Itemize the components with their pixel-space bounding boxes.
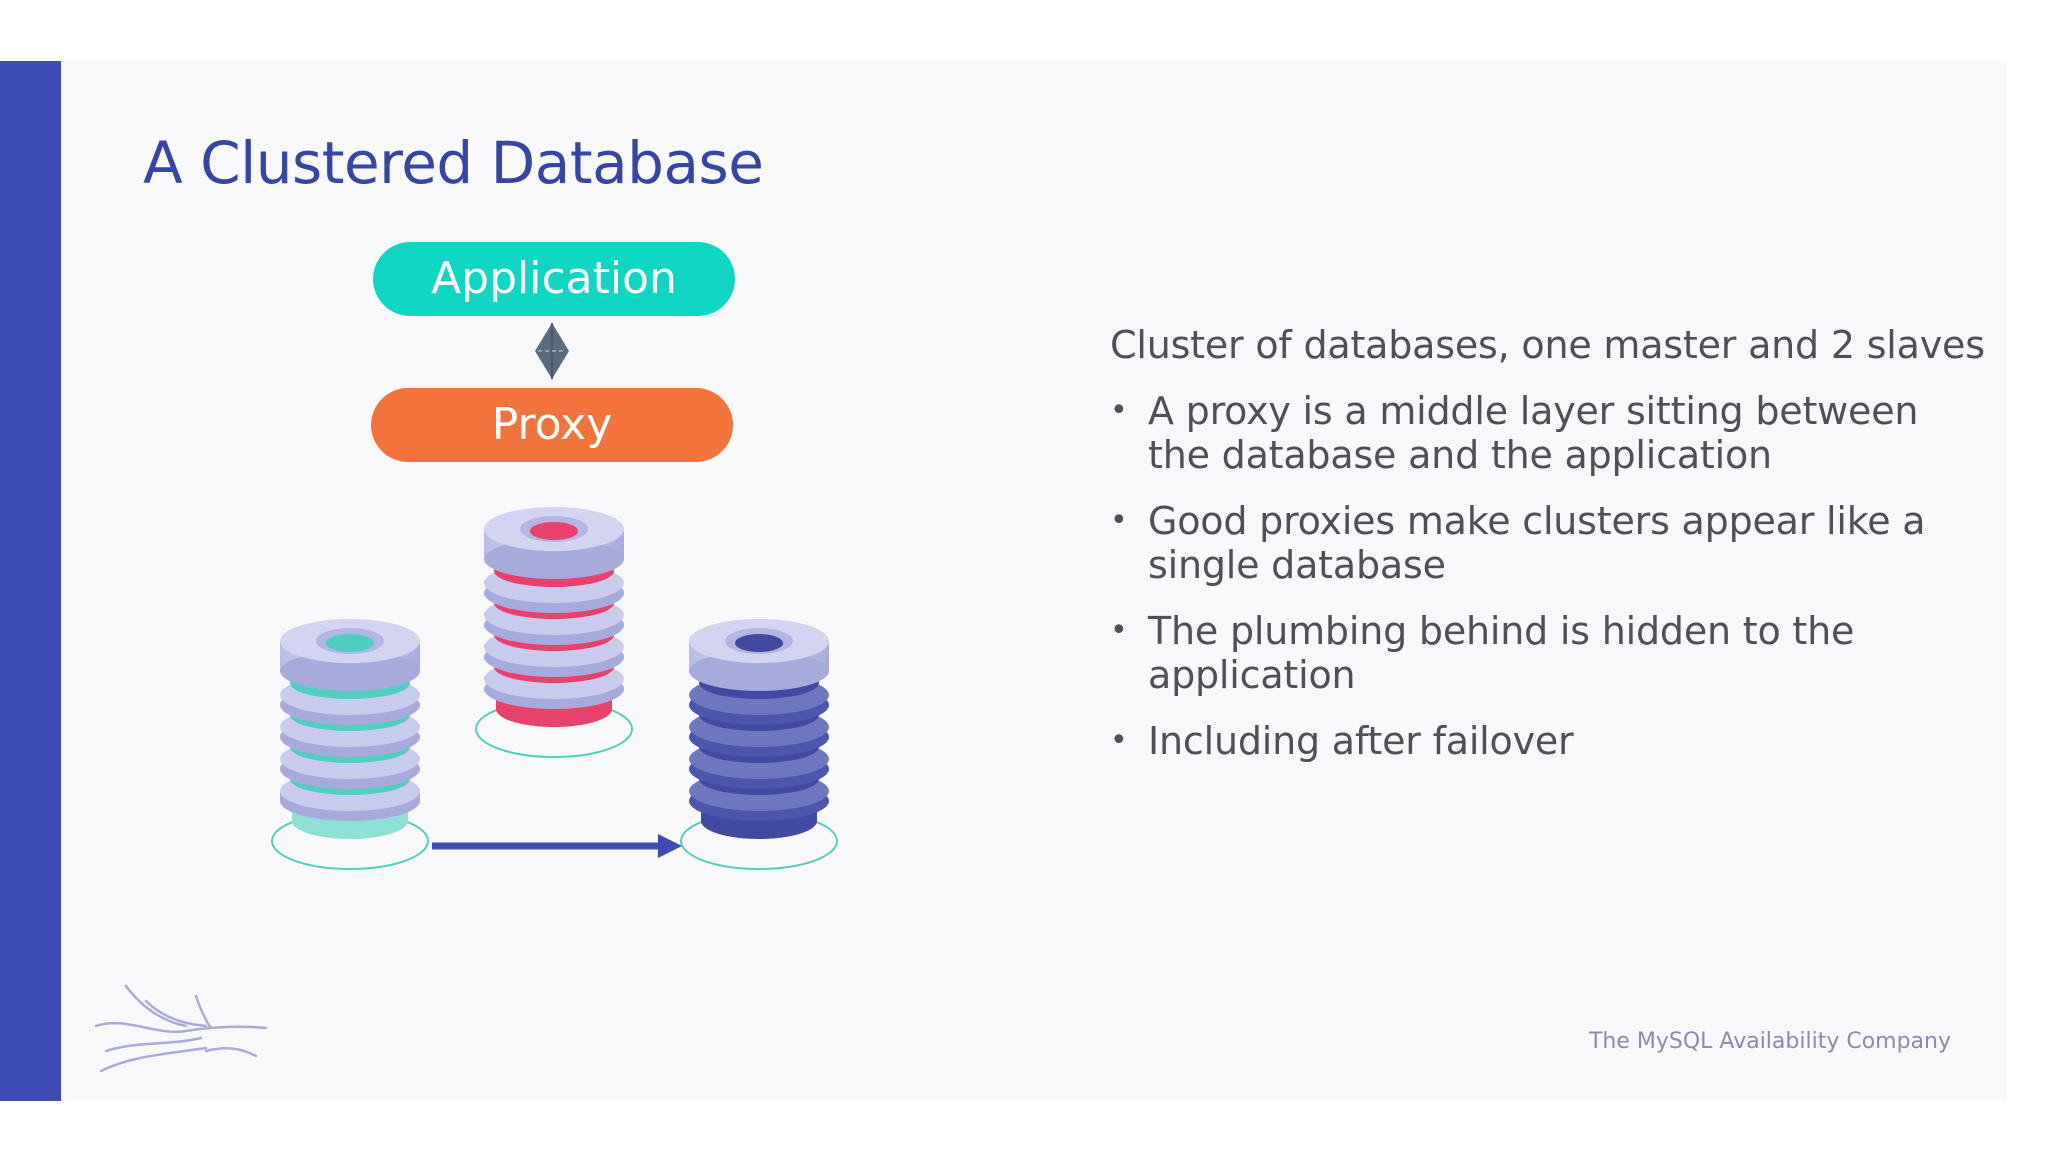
lead-text: Cluster of databases, one master and 2 s… xyxy=(1110,323,1985,367)
application-node: Application xyxy=(373,242,735,316)
slide-title: A Clustered Database xyxy=(143,129,764,197)
bidirectional-connector xyxy=(535,323,569,379)
accent-bar xyxy=(0,61,61,1101)
bullet-item: •Good proxies make clusters appear like … xyxy=(1110,499,1926,587)
cluster-diagram xyxy=(271,323,838,870)
slide: A Clustered Database xyxy=(0,61,2007,1101)
footer-tagline: The MySQL Availability Company xyxy=(1588,1029,1951,1054)
bullet-dot-icon: • xyxy=(1110,393,1128,428)
bullet-dot-icon: • xyxy=(1110,503,1128,538)
bullet-item: •A proxy is a middle layer sitting betwe… xyxy=(1110,389,1919,477)
replication-arrow xyxy=(432,834,682,858)
proxy-node: Proxy xyxy=(371,388,733,462)
slave-database-left xyxy=(271,619,429,870)
bullet-item: •The plumbing behind is hidden to the ap… xyxy=(1110,609,1855,697)
bullet-dot-icon: • xyxy=(1110,723,1128,758)
dolphin-logo-icon xyxy=(94,984,268,1073)
bullet-dot-icon: • xyxy=(1110,613,1128,648)
slave-database-right xyxy=(680,619,838,870)
content-text: Cluster of databases, one master and 2 s… xyxy=(1110,323,1985,785)
master-database xyxy=(475,507,633,758)
bullet-list: •A proxy is a middle layer sitting betwe… xyxy=(1110,389,1960,763)
bullet-item: •Including after failover xyxy=(1110,719,1574,763)
